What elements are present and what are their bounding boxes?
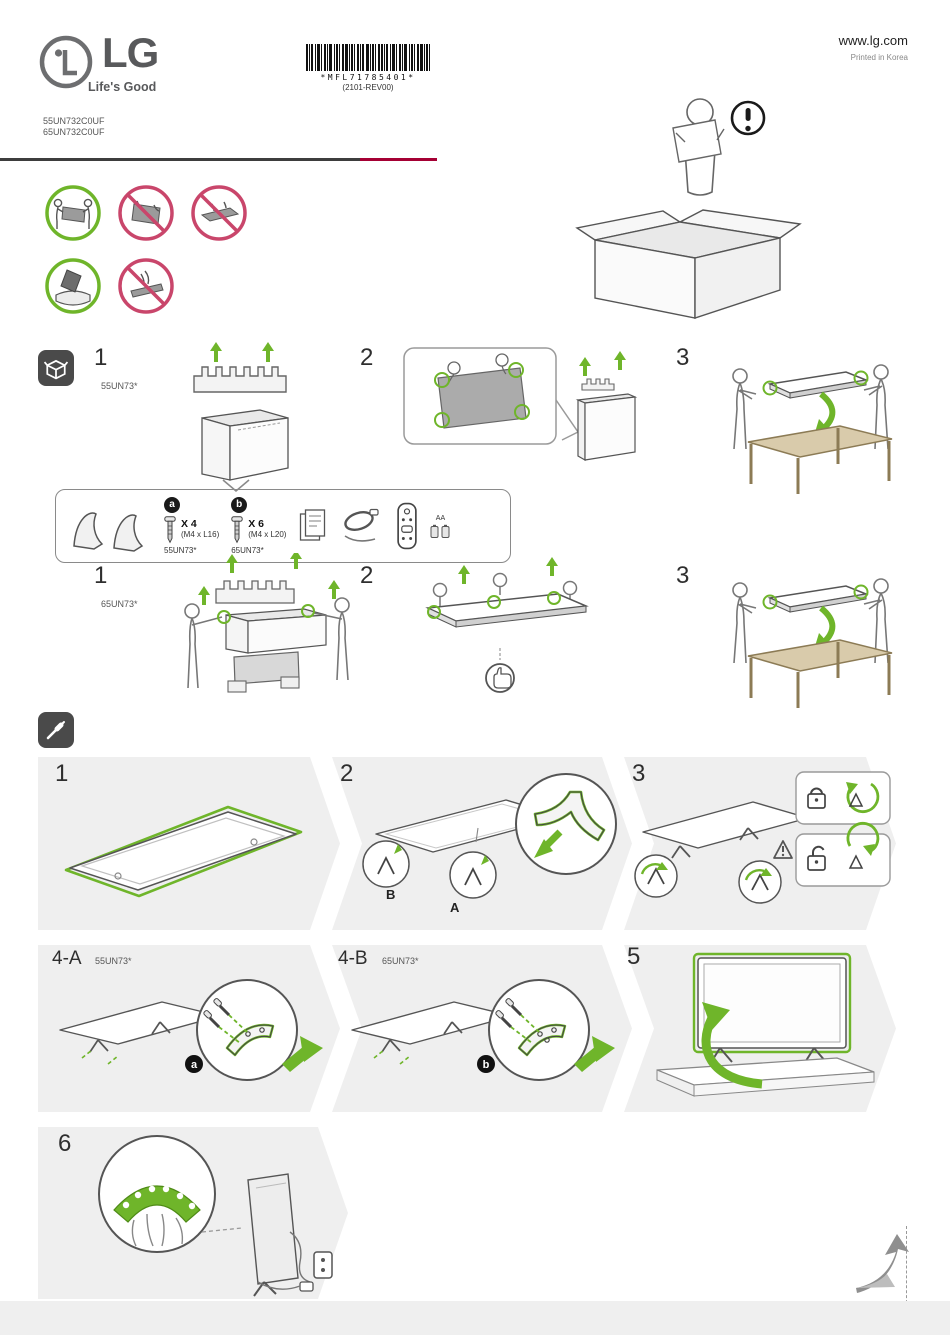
assembly-step-3-label: 3 <box>632 760 646 787</box>
assembly-step-2-label: 2 <box>340 760 354 787</box>
screw-b-size: (M4 x L20) <box>248 529 287 539</box>
lift-panel-from-box-illustration <box>403 347 638 462</box>
assembly-step-1-label: 1 <box>55 760 69 787</box>
stand-legs-icon <box>73 512 144 552</box>
no-carry-panel-icon <box>118 185 174 241</box>
model-number-1: 55UN732C0UF <box>43 116 105 126</box>
screw-icon <box>164 515 176 544</box>
screw-stand-a-illustration: a <box>59 979 323 1081</box>
read-manual-box-illustration <box>575 98 802 319</box>
cable-management-illustration <box>98 1135 333 1297</box>
battery-icon <box>430 524 450 538</box>
carry-panel-flat-illustration <box>425 557 589 693</box>
divider-accent <box>360 157 437 161</box>
lg-logo-icon <box>39 35 93 89</box>
foam-lift-illustration <box>193 342 287 393</box>
divider-line <box>0 158 360 161</box>
place-on-table-illustration-2 <box>732 578 893 708</box>
screw-b-model: 65UN73* <box>231 545 264 555</box>
leg-label-a: A <box>450 900 460 915</box>
screw-b-qty: X 6 <box>248 518 264 531</box>
unbox-step-2-label: 2 <box>360 344 374 371</box>
pointer-to-parts-icon <box>222 479 250 493</box>
power-cable-icon <box>344 508 380 542</box>
assembly-step-4a-label: 4-A <box>52 948 82 969</box>
assembly-step-6-label: 6 <box>58 1130 72 1157</box>
unbox2-step-2-label: 2 <box>360 562 374 589</box>
assembly-step-5-label: 5 <box>627 943 641 970</box>
barcode-text: *MFL71785401* <box>320 73 416 82</box>
warning-triangle-icon <box>773 840 793 859</box>
screw-a-label: a <box>164 496 180 513</box>
unbox2-step-3-label: 3 <box>676 562 690 589</box>
lock-stand-legs-illustration <box>634 771 891 904</box>
brand-tagline: Life's Good <box>88 80 157 94</box>
screw-b-label: b <box>231 496 248 513</box>
no-hand-on-screen-icon <box>118 258 174 314</box>
manuals-icon <box>300 509 326 541</box>
open-box-illustration <box>201 409 289 481</box>
assembly-step-4b-label: 4-B <box>338 948 368 969</box>
tv-face-down-illustration <box>64 805 303 898</box>
stand-section-icon <box>38 712 74 748</box>
brand-text: LG <box>102 29 159 76</box>
screw-b-callout-label: b <box>483 1059 490 1071</box>
printed-in-text: Printed in Korea <box>850 53 908 62</box>
barcode-icon <box>306 44 430 71</box>
revision-text: (2101-REV00) <box>342 83 394 92</box>
unbox-step-1-label: 1 <box>94 344 108 371</box>
unbox-step-3-label: 3 <box>676 344 690 371</box>
no-press-flat-panel-icon <box>191 185 247 241</box>
screw-icon <box>231 515 243 544</box>
screw-stand-b-illustration: b <box>351 979 615 1081</box>
model-number-2: 65UN732C0UF <box>43 127 105 137</box>
battery-group: AA <box>430 515 450 538</box>
stand-tv-upright-illustration <box>656 952 875 1097</box>
attach-stand-legs-illustration <box>362 773 617 899</box>
website-text: www.lg.com <box>838 33 908 48</box>
accessories-box: a X 4 (M4 x L16) 55UN73* b <box>55 489 511 563</box>
page-turn-icon <box>856 1234 909 1293</box>
page-edge-dashed-line <box>906 1226 907 1308</box>
unbox-row2-model: 65UN73* <box>101 599 138 609</box>
unboxing-section-icon <box>38 350 74 386</box>
place-on-table-illustration <box>732 364 893 494</box>
remote-control-icon <box>397 502 418 550</box>
footer-band <box>0 1301 950 1335</box>
screw-a-group: a X 4 (M4 x L16) 55UN73* <box>164 496 220 556</box>
unbox-row1-model: 55UN73* <box>101 381 138 391</box>
rest-corner-on-cushion-icon <box>45 258 101 314</box>
screw-a-callout-label: a <box>191 1059 198 1071</box>
unbox2-step-1-label: 1 <box>94 562 108 589</box>
carry-with-two-people-icon <box>45 185 101 241</box>
battery-label: AA <box>435 514 446 522</box>
screw-a-model: 55UN73* <box>164 545 197 555</box>
screw-a-qty: X 4 <box>181 518 197 531</box>
screw-a-size: (M4 x L16) <box>181 529 220 539</box>
assembly-step-4b-model: 65UN73* <box>382 956 419 966</box>
assembly-step-4a-model: 55UN73* <box>95 956 132 966</box>
lift-box-off-tv-illustration <box>184 553 350 693</box>
leg-label-b: B <box>386 887 396 902</box>
attention-icon <box>730 100 766 136</box>
screw-b-group: b X 6 (M4 x L20) 65UN73* <box>231 496 287 556</box>
